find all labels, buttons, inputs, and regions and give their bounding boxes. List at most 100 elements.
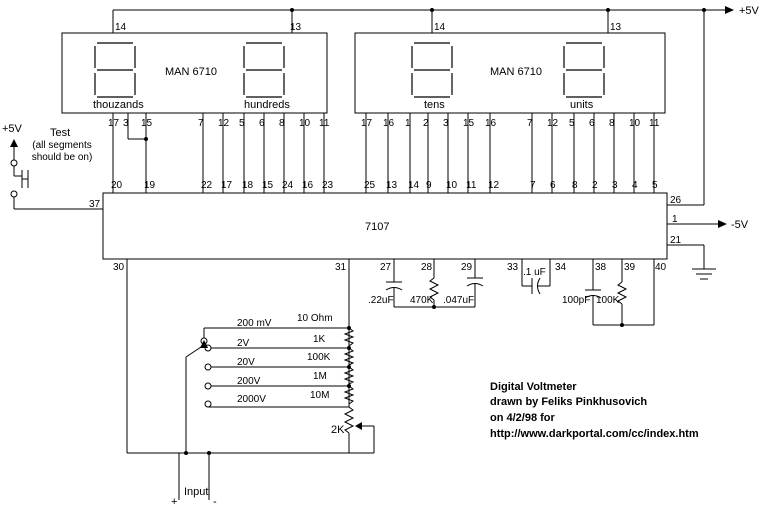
junction-dot	[144, 137, 148, 141]
d2-part-name: MAN 6710	[490, 66, 542, 78]
d2-pin-label: 7	[527, 118, 533, 129]
res-1k-label: 1K	[313, 334, 326, 345]
test-note: (all segments should be on)	[31, 140, 93, 163]
d1-pin-label: 15	[141, 118, 153, 129]
pin-31-label: 31	[335, 262, 347, 273]
cap-22uf-label: .22uF	[368, 295, 394, 306]
pin-34-label: 34	[555, 262, 567, 273]
chip-name: 7107	[365, 221, 389, 233]
vplus-label: +5V	[739, 5, 760, 17]
credit-url: http://www.darkportal.com/cc/index.htm	[490, 428, 699, 440]
segment-wires	[112, 113, 655, 193]
d2-pin-label: 16	[485, 118, 497, 129]
integrator-network	[385, 259, 484, 309]
pin-30-label: 30	[113, 262, 125, 273]
trim-potentiometer	[343, 406, 375, 454]
d1-pin-label: 7	[198, 118, 204, 129]
d2-pin-label: 17	[361, 118, 373, 129]
d1-pin-label: 3	[123, 118, 129, 129]
d1-digit-right-label: hundreds	[244, 99, 290, 111]
input-plus: +	[171, 496, 177, 508]
chip-top-pin-label: 15	[262, 180, 274, 191]
input-label: Input	[184, 486, 208, 498]
d1-pin-14: 14	[115, 22, 127, 33]
d2-pin-label: 1	[405, 118, 411, 129]
d1-digit-left-label: thouzands	[93, 99, 144, 111]
test-note-box: (all segments should be on)	[31, 140, 93, 163]
vminus-output	[667, 220, 727, 228]
cap-1uf-label: .1 uF	[523, 267, 546, 278]
d2-pin-label: 16	[383, 118, 395, 129]
test-switch	[10, 139, 103, 210]
reference-capacitor	[521, 259, 551, 295]
chip-top-pin-label: 19	[144, 180, 156, 191]
pin-39-label: 39	[624, 262, 636, 273]
range-2000v-label: 2000V	[237, 394, 266, 405]
d2-digit-left-label: tens	[424, 99, 445, 111]
d2-pin-13: 13	[610, 22, 622, 33]
range-selector	[185, 326, 355, 453]
chip-top-pin-label: 23	[322, 180, 334, 191]
vminus-label: -5V	[731, 219, 749, 231]
pin-26-label: 26	[670, 195, 682, 206]
range-2v-label: 2V	[237, 338, 250, 349]
vplus-left-label: +5V	[2, 123, 23, 135]
range-200mv-label: 200 mV	[237, 318, 272, 329]
credit-date: on 4/2/98 for	[490, 412, 556, 424]
pin-29-label: 29	[461, 262, 473, 273]
d2-pin-label: 2	[423, 118, 429, 129]
chip-top-pin-label: 9	[426, 180, 432, 191]
seven-segment-digit-icon	[243, 42, 285, 98]
d1-pin-label: 12	[218, 118, 230, 129]
oscillator-network	[584, 259, 655, 327]
d1-pin-13: 13	[290, 22, 302, 33]
input-terminals	[127, 451, 349, 500]
d1-pin-label: 17	[108, 118, 120, 129]
d2-pin-14: 14	[434, 22, 446, 33]
d1-part-name: MAN 6710	[165, 66, 217, 78]
chip-top-pin-label: 5	[652, 180, 658, 191]
display-thousands-hundreds: 14 13 MAN 6710 thouzands hundreds	[61, 22, 328, 114]
seven-segment-digit-icon	[94, 42, 136, 98]
display-tens-units: 14 13 MAN 6710 tens units	[354, 22, 666, 114]
chip-top-pin-label: 25	[364, 180, 376, 191]
pin-1-label: 1	[672, 214, 678, 225]
pin-27-label: 27	[380, 262, 392, 273]
cap-100pf-label: 100pF	[562, 295, 590, 306]
chip-top-pin-label: 17	[221, 180, 233, 191]
res-1m-label: 1M	[313, 371, 327, 382]
adc-7107-chip: 7107 37 26 1 21	[89, 192, 682, 260]
credit-author: drawn by Feliks Pinkhusovich	[490, 396, 647, 408]
d2-digit-right-label: units	[570, 99, 594, 111]
vplus-rail	[112, 6, 734, 206]
pin-38-label: 38	[595, 262, 607, 273]
chip-top-pin-label: 3	[612, 180, 618, 191]
res-10ohm-label: 10 Ohm	[297, 313, 333, 324]
d1-pin-label: 5	[239, 118, 245, 129]
d1-pin-label: 6	[259, 118, 265, 129]
pin-33-label: 33	[507, 262, 519, 273]
credit-title: Digital Voltmeter	[490, 381, 577, 393]
chip-top-pin-label: 16	[302, 180, 314, 191]
range-20v-label: 20V	[237, 357, 255, 368]
chip-top-pin-label: 4	[632, 180, 638, 191]
chip-top-pin-label: 12	[488, 180, 500, 191]
d2-pin-label: 3	[443, 118, 449, 129]
d1-pin-label: 11	[319, 118, 330, 129]
chip-top-pin-label: 13	[386, 180, 398, 191]
chip-top-pin-label: 22	[201, 180, 213, 191]
pot-label: 2K	[331, 424, 345, 436]
chip-top-pin-label: 20	[111, 180, 123, 191]
res-10m-label: 10M	[310, 390, 329, 401]
d2-pin-label: 8	[609, 118, 615, 129]
seven-segment-digit-icon	[411, 42, 453, 98]
chip-top-pin-label: 6	[550, 180, 556, 191]
res-100k-osc-label: 100K	[596, 295, 620, 306]
d2-pin-label: 11	[649, 118, 660, 129]
d2-pin-label: 6	[589, 118, 595, 129]
res-470k-label: 470K	[410, 295, 434, 306]
